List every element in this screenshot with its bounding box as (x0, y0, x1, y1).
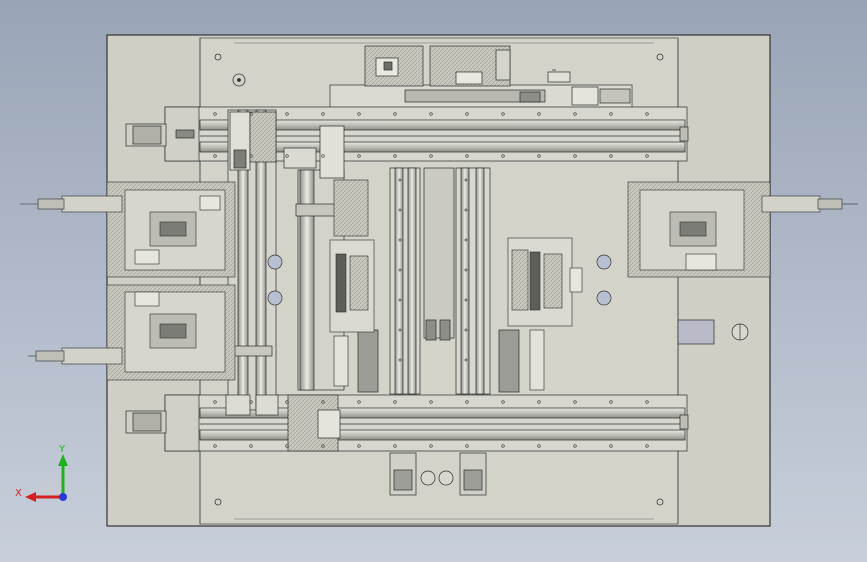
bolt-hole (609, 444, 613, 448)
bolt-hole (464, 178, 468, 182)
bolt-hole (573, 154, 577, 158)
bolt-hole (609, 154, 613, 158)
y-axis-label: Y (58, 444, 66, 455)
bolt-hole (609, 112, 613, 116)
bolt-hole (429, 112, 433, 116)
coordinate-triad: Y X (15, 444, 68, 502)
bolt-hole (645, 400, 649, 404)
bolt-hole (249, 112, 253, 116)
bolt-hole (537, 112, 541, 116)
bolt-hole (249, 444, 253, 448)
plate-holes (267, 254, 612, 306)
bolt-hole (285, 154, 289, 158)
bolt-hole (537, 444, 541, 448)
bolt-hole (249, 154, 253, 158)
bottom-linear-axis (125, 394, 689, 452)
bolt-hole (213, 154, 217, 158)
bolt-hole (501, 444, 505, 448)
bolt-hole (609, 400, 613, 404)
bolt-hole (285, 112, 289, 116)
bolt-hole (464, 298, 468, 302)
bolt-hole (393, 444, 397, 448)
bolt-hole (465, 444, 469, 448)
bolt-hole (464, 208, 468, 212)
bolt-hole (357, 154, 361, 158)
mounting-holes (214, 53, 664, 506)
bolt-hole (357, 444, 361, 448)
centre-guide-rails (389, 167, 491, 395)
bolt-hole (465, 400, 469, 404)
bolt-hole (429, 444, 433, 448)
bolt-hole (464, 268, 468, 272)
bolt-hole (465, 154, 469, 158)
bolt-hole (398, 178, 402, 182)
x-axis-arrowhead (25, 492, 36, 502)
bolt-hole (398, 208, 402, 212)
bottom-motors (389, 452, 487, 496)
bolt-hole (285, 400, 289, 404)
dark-slots (357, 329, 520, 393)
bolt-hole (398, 268, 402, 272)
z-axis-dot (59, 493, 67, 501)
bolt-hole (321, 112, 325, 116)
right-gripper-station (627, 181, 858, 278)
bolt-hole (393, 400, 397, 404)
bolt-hole (393, 112, 397, 116)
work-fixture-left (329, 179, 375, 387)
bolt-hole (537, 400, 541, 404)
bolt-hole (213, 444, 217, 448)
bolt-hole (645, 154, 649, 158)
left-gripper-station-lower (28, 284, 236, 381)
bolt-hole (464, 238, 468, 242)
bolt-hole (501, 154, 505, 158)
bolt-hole (393, 154, 397, 158)
bolt-hole (213, 112, 217, 116)
bolt-hole (573, 444, 577, 448)
bolt-hole (321, 154, 325, 158)
bolt-hole (398, 328, 402, 332)
bolt-hole (249, 400, 253, 404)
bolt-hole (398, 298, 402, 302)
x-axis-label: X (15, 488, 22, 499)
bolt-hole (357, 400, 361, 404)
bolt-pattern (213, 112, 649, 448)
bolt-hole (285, 444, 289, 448)
bolt-hole (465, 112, 469, 116)
bolt-hole (537, 154, 541, 158)
bolt-hole (573, 112, 577, 116)
bolt-hole (321, 400, 325, 404)
top-linear-axis (125, 106, 689, 162)
bolt-hole (398, 358, 402, 362)
bolt-hole (464, 328, 468, 332)
work-fixture-right (507, 237, 583, 391)
bolt-hole (645, 112, 649, 116)
right-side-features (677, 319, 749, 345)
bolt-hole (501, 112, 505, 116)
bolt-hole (645, 444, 649, 448)
left-gripper-station-upper (20, 181, 236, 278)
bolt-hole (321, 444, 325, 448)
bolt-hole (429, 400, 433, 404)
bolt-hole (464, 358, 468, 362)
bolt-hole (429, 154, 433, 158)
bolt-hole (398, 238, 402, 242)
y-axis-arrowhead (58, 454, 68, 466)
bolt-hole (213, 400, 217, 404)
bolt-hole (357, 112, 361, 116)
top-feeder-module (329, 45, 633, 109)
bolt-hole (501, 400, 505, 404)
bolt-hole (573, 400, 577, 404)
